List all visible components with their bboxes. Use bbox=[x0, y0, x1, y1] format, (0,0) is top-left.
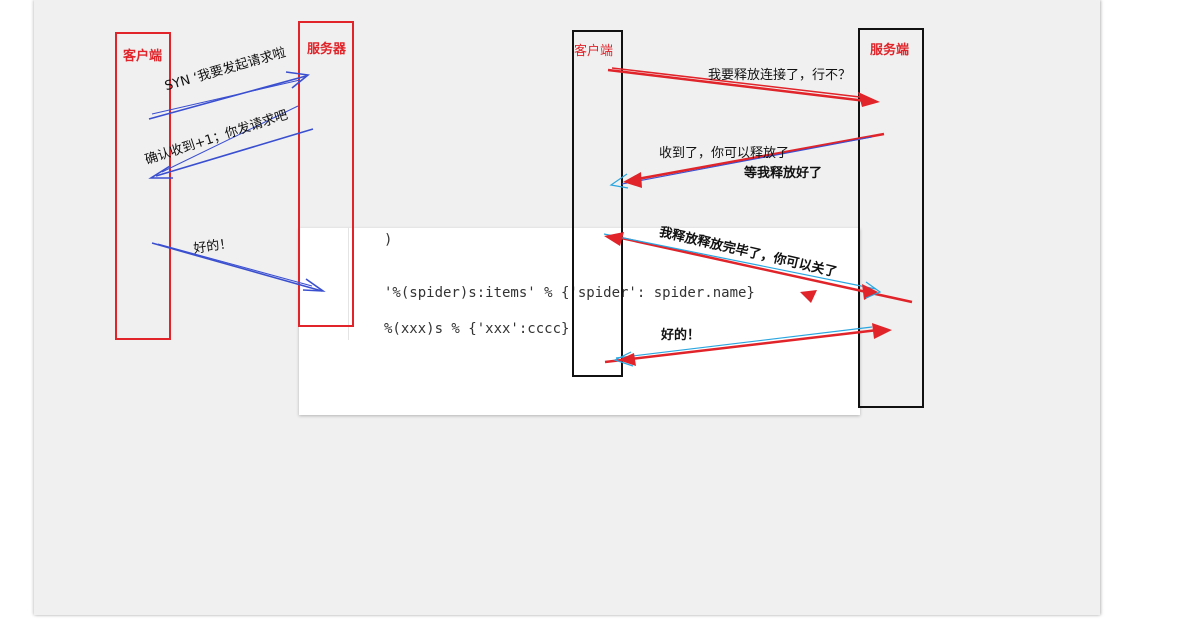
released-arrow bbox=[603, 232, 913, 304]
ack-arrow bbox=[148, 105, 314, 179]
release-request-arrow bbox=[607, 67, 880, 107]
right-client-box bbox=[572, 30, 623, 377]
syn-arrow bbox=[148, 71, 310, 120]
code-line-2: '%(spider)s:items' % {'spider': spider.n… bbox=[384, 285, 755, 301]
final-ok-arrow bbox=[604, 323, 892, 367]
right-msg-received: 收到了，你可以释放了 bbox=[659, 146, 790, 161]
ok-arrow bbox=[151, 242, 326, 292]
received-arrow bbox=[609, 132, 885, 189]
code-line-3: %(xxx)s % {'xxx':cccc} bbox=[384, 321, 570, 337]
right-server-box bbox=[858, 28, 924, 408]
right-msg-ok: 好的！ bbox=[661, 328, 701, 343]
left-client-label: 客户端 bbox=[123, 49, 163, 64]
left-server-label: 服务器 bbox=[307, 42, 347, 57]
code-snippet-panel bbox=[299, 228, 860, 415]
left-client-box bbox=[115, 32, 171, 340]
right-msg-wait: 等我释放好了 bbox=[744, 166, 823, 181]
code-gutter-line bbox=[348, 228, 349, 340]
code-line-1: ) bbox=[384, 232, 393, 248]
right-client-label: 客户端 bbox=[574, 44, 614, 59]
extra-arrowhead bbox=[800, 290, 817, 303]
right-server-label: 服务端 bbox=[870, 43, 910, 58]
left-server-box bbox=[298, 21, 354, 327]
right-msg-release-request: 我要释放连接了，行不？ bbox=[708, 68, 852, 83]
